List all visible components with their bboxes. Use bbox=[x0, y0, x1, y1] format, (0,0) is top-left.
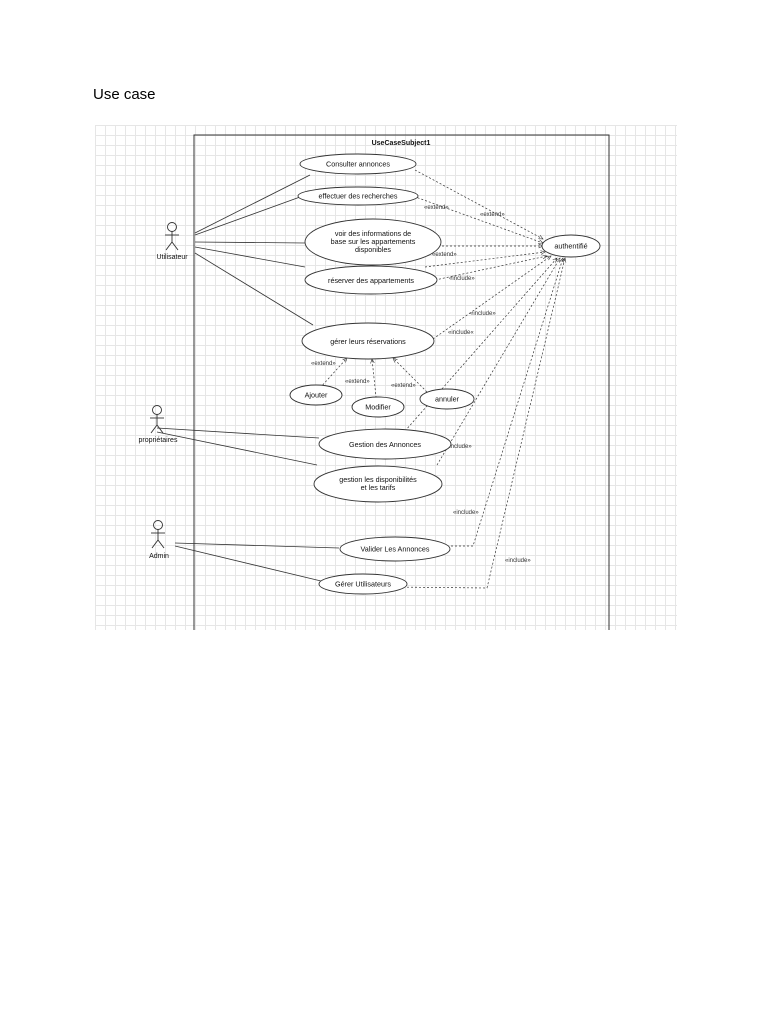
label-extend-modifier: «extend» bbox=[345, 379, 370, 385]
label-include-6: «include» bbox=[505, 558, 531, 564]
actor-proprietaires bbox=[150, 405, 164, 434]
uc-gerer-utilisateurs: Gérer Utilisateurs bbox=[335, 580, 391, 589]
label-extend-1: «extend» bbox=[424, 205, 449, 211]
actor-utilisateur bbox=[165, 222, 179, 251]
actor-admin-label: Admin bbox=[149, 553, 169, 560]
uc-gestion-disponibilites-line1: gestion les disponibilités bbox=[339, 475, 417, 484]
uc-modifier: Modifier bbox=[365, 403, 391, 412]
use-case-shapes bbox=[289, 153, 601, 595]
uc-consulter-annonces: Consulter annonces bbox=[326, 160, 390, 169]
use-case-diagram: UseCaseSubject1 Utilisateur propriétaire… bbox=[95, 125, 677, 630]
label-include-5: «include» bbox=[453, 510, 479, 516]
associations bbox=[156, 174, 340, 582]
uc-gestion-disponibilites-line2: et les tarifs bbox=[361, 483, 396, 492]
use-case-diagram-svg: UseCaseSubject1 Utilisateur propriétaire… bbox=[139, 134, 610, 630]
actor-proprietaires-label: propriétaires bbox=[139, 437, 178, 444]
document-heading: Use case bbox=[93, 86, 156, 103]
actor-utilisateur-label: Utilisateur bbox=[156, 254, 188, 261]
uc-voir-informations-line1: voir des informations de bbox=[335, 229, 411, 238]
label-include-2: «include» bbox=[470, 311, 496, 317]
actor-admin bbox=[151, 520, 165, 549]
uc-gerer-reservations: gérer leurs réservations bbox=[330, 337, 406, 346]
uc-ajouter: Ajouter bbox=[305, 391, 328, 400]
uc-authentifie: authentifié bbox=[554, 242, 587, 251]
uc-effectuer-recherches: effectuer des recherches bbox=[319, 192, 398, 201]
label-extend-2: «extend» bbox=[480, 212, 505, 218]
label-include-3: «include« bbox=[448, 330, 474, 336]
dependencies bbox=[319, 169, 565, 589]
uc-valider-annonces: Valider Les Annonces bbox=[361, 545, 430, 554]
uc-gestion-annonces: Gestion des Annonces bbox=[349, 440, 421, 449]
uc-reserver-appartements: réserver des appartements bbox=[328, 276, 414, 285]
uc-voir-informations-line3: disponibles bbox=[355, 245, 391, 254]
boundary-title: UseCaseSubject1 bbox=[372, 140, 431, 147]
uc-annuler: annuler bbox=[435, 395, 460, 404]
label-extend-annuler: «extend» bbox=[391, 383, 416, 389]
uc-voir-informations-line2: base sur les appartements bbox=[331, 237, 416, 246]
label-extend-3: «extend» bbox=[432, 252, 457, 258]
label-include-1: «include» bbox=[449, 276, 475, 282]
label-extend-ajouter: «extend» bbox=[311, 361, 336, 367]
label-include-4: «include» bbox=[446, 444, 472, 450]
system-boundary bbox=[193, 134, 610, 630]
